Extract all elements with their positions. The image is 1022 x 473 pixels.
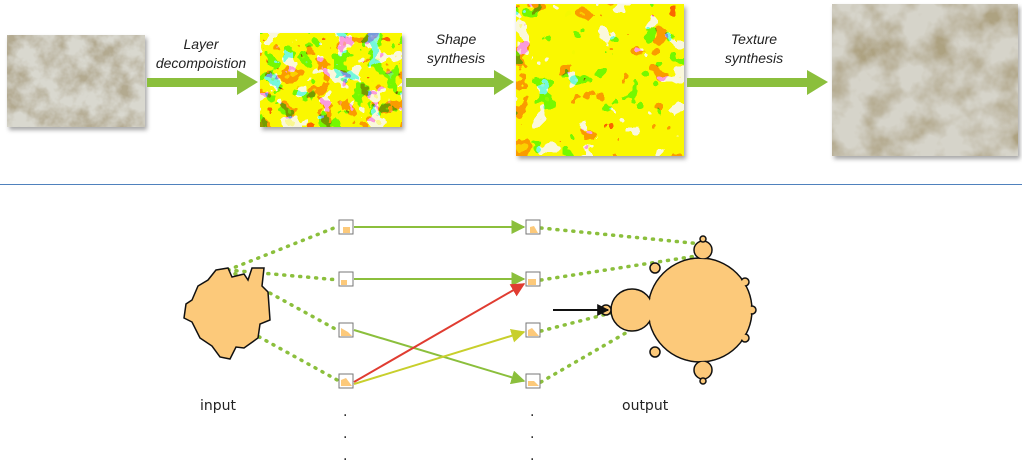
step-label-line1: Texture bbox=[730, 31, 778, 47]
output-label: output bbox=[622, 398, 669, 414]
step-label-line2: synthesis bbox=[426, 50, 486, 66]
left-ellipsis-dot-1: . bbox=[343, 404, 348, 420]
texture-synthesis-arrow bbox=[687, 70, 828, 95]
step-label-shape-synthesis: Shape synthesis bbox=[412, 30, 500, 68]
left-ellipsis-dot-2: . bbox=[343, 426, 348, 442]
step-label-line2: decompoistion bbox=[155, 55, 247, 71]
right-ellipsis-dot-2: . bbox=[530, 426, 535, 442]
mapping-arrow-5 bbox=[353, 328, 526, 385]
left-histogram-boxes bbox=[338, 219, 354, 389]
mapping-arrow-3 bbox=[353, 329, 526, 385]
right-ellipsis-dot-1: . bbox=[530, 404, 535, 420]
right-histogram-fills bbox=[528, 226, 539, 386]
step-label-texture-synthesis: Texture synthesis bbox=[706, 30, 802, 68]
shape-synthesis-arrow bbox=[406, 70, 514, 95]
input-texture-image bbox=[7, 35, 145, 127]
layer-decomposition-arrow bbox=[147, 70, 258, 95]
step-label-layer-decomposition: Layer decompoistion bbox=[146, 35, 256, 73]
left-histogram-fills bbox=[341, 227, 352, 386]
left-ellipsis-dot-3: . bbox=[343, 448, 348, 464]
output-texture-image bbox=[832, 4, 1018, 156]
layer-map-image bbox=[260, 33, 402, 127]
synthesized-layer-map-image bbox=[516, 4, 684, 156]
input-shape bbox=[183, 267, 271, 360]
right-ellipsis-dot-3: . bbox=[530, 448, 535, 464]
step-label-line1: Layer bbox=[183, 36, 219, 52]
mapping-arrow-4 bbox=[353, 283, 526, 383]
step-label-line1: Shape bbox=[435, 31, 477, 47]
output-shape-fill bbox=[612, 259, 751, 361]
right-histogram-boxes bbox=[525, 219, 541, 389]
input-label: input bbox=[200, 398, 237, 414]
step-label-line2: synthesis bbox=[724, 50, 784, 66]
section-divider bbox=[0, 184, 1022, 185]
input-dotted-connectors bbox=[194, 224, 341, 383]
